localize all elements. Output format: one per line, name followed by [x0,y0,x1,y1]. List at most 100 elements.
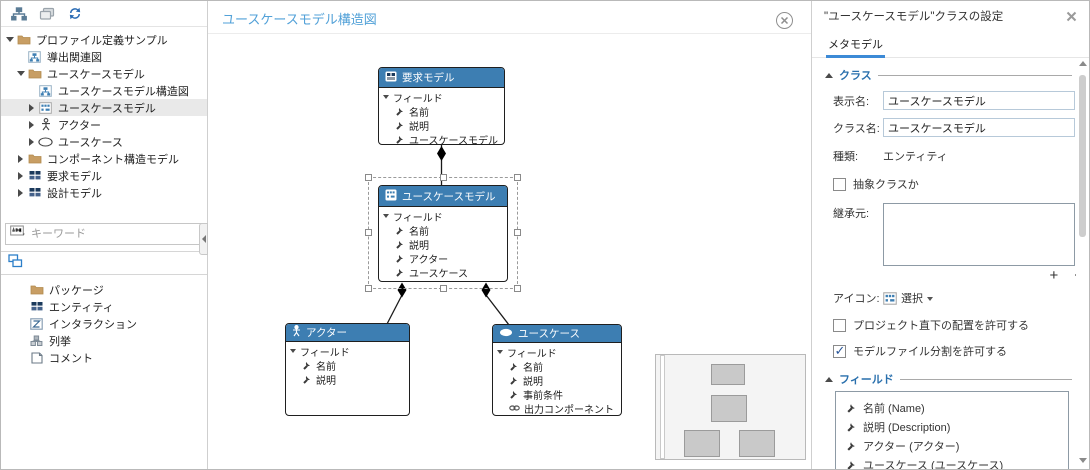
fields-listbox[interactable]: 名前 (Name) 説明 (Description) アクター (アクター) ユ… [835,391,1069,469]
scroll-up-arrow[interactable] [1077,61,1088,71]
hierarchy-icon[interactable] [10,6,27,21]
palette-item-entity[interactable]: エンティティ [1,298,207,315]
expand-arrow-icon[interactable] [26,103,37,112]
overview-minimap[interactable] [655,354,806,460]
sync-icon[interactable] [66,6,83,21]
diagram-box-actor[interactable]: アクター フィールド 名前 説明 [285,323,410,416]
tree-item-design-model[interactable]: 設計モデル [1,184,207,201]
expand-arrow-icon[interactable] [4,37,15,42]
field-section-header[interactable]: フィールド [825,371,1076,387]
field-group-row[interactable]: フィールド [290,344,405,359]
expand-arrow-icon[interactable] [15,71,26,76]
class-section-header[interactable]: クラス [825,67,1076,83]
keyword-search-input[interactable] [31,228,198,240]
remove-inherit-button[interactable]: − [1074,268,1076,283]
field-list-item[interactable]: 説明 (Description) [836,417,1068,436]
field-list-item[interactable]: アクター (アクター) [836,436,1068,455]
expand-arrow-icon[interactable] [15,154,26,163]
palette-item-enumeration[interactable]: 列挙 [1,332,207,349]
box-header[interactable]: 要求モデル [379,68,504,88]
field-row[interactable]: 事前条件 [497,387,617,402]
display-name-input[interactable] [883,91,1075,110]
expand-arrow-icon[interactable] [15,171,26,180]
resize-handle[interactable] [514,285,521,292]
diagram-canvas[interactable]: ユースケースモデル構造図 要求モデル フィールド [208,1,811,469]
minimap-node [711,395,747,422]
field-item-label: ユースケース (ユースケース) [863,459,1004,470]
tree-item-derivation-diagram[interactable]: 導出関連図 [1,48,207,65]
field-item-label: 説明 (Description) [863,421,951,434]
resize-handle[interactable] [440,285,447,292]
canvas-close-button[interactable] [776,12,793,29]
field-row[interactable]: 名前 [290,358,405,373]
diagram-box-requirement-model[interactable]: 要求モデル フィールド 名前 説明 ユースケースモデル [378,67,505,145]
field-row[interactable]: アクター [383,251,503,266]
box-header[interactable]: ユースケースモデル [379,186,507,207]
field-group-row[interactable]: フィールド [383,90,500,105]
tree-item-usecase-structure-diagram[interactable]: ユースケースモデル構造図 [1,82,207,99]
field-label: アクター [409,254,449,266]
settings-close-button[interactable] [1063,8,1079,24]
inherit-row: 継承元: [833,203,1076,266]
allow-project-checkbox[interactable] [833,318,846,332]
scrollbar-thumb[interactable] [1079,75,1086,237]
field-list-item[interactable]: 名前 (Name) [836,398,1068,417]
resize-handle[interactable] [440,174,447,181]
field-row[interactable]: 名前 [383,104,500,119]
tree-item-component-structure-model[interactable]: コンポーネント構造モデル [1,150,207,167]
diagram-box-usecase[interactable]: ユースケース フィールド 名前 説明 事前条件 出力コンポーネント [492,324,622,416]
abstract-class-checkbox[interactable] [833,177,846,191]
resize-handle[interactable] [365,229,372,236]
resize-handle[interactable] [365,285,372,292]
box-header[interactable]: ユースケース [493,325,621,343]
tree-item-usecase[interactable]: ユースケース [1,133,207,150]
sidebar-collapse-handle[interactable] [199,223,208,255]
tree-item-profile-sample[interactable]: プロファイル定義サンプル [1,31,207,48]
expand-arrow-icon[interactable] [26,137,37,146]
field-row[interactable]: ユースケースモデル [383,132,500,144]
box-header[interactable]: アクター [286,324,409,342]
resize-handle[interactable] [514,229,521,236]
scroll-down-arrow[interactable] [1077,458,1088,468]
inherit-listbox[interactable] [883,203,1075,266]
field-row[interactable]: 名前 [497,359,617,374]
field-row[interactable]: 説明 [290,372,405,387]
tab-metamodel[interactable]: メタモデル [826,31,885,58]
field-row[interactable]: 説明 [497,373,617,388]
expand-arrow-icon[interactable] [15,188,26,197]
palette-item-interaction[interactable]: インタラクション [1,315,207,332]
cascade-windows-icon[interactable] [8,253,23,273]
field-label: 説明 [409,240,429,252]
add-inherit-button[interactable]: + [1049,267,1059,284]
copy-icon[interactable] [38,6,55,21]
field-row[interactable]: 出力コンポーネント [497,401,617,415]
section-label: クラス [839,70,872,82]
tree-item-usecase-model-selected[interactable]: ユースケースモデル [1,99,207,116]
field-row[interactable]: 説明 [383,237,503,252]
entity-icon [26,187,43,198]
tree-item-actor[interactable]: アクター [1,116,207,133]
settings-scrollbar[interactable] [1077,61,1088,468]
resize-handle[interactable] [365,174,372,181]
settings-content: クラス 表示名: クラス名: 種類: エンティティ 抽象クラスか 継承元: [812,59,1076,469]
resize-handle[interactable] [514,174,521,181]
settings-tab-bar: メタモデル [812,31,1089,58]
palette-item-package[interactable]: パッケージ [1,281,207,298]
palette-item-comment[interactable]: コメント [1,349,207,366]
field-list-item[interactable]: ユースケース (ユースケース) [836,455,1068,469]
tree-item-usecase-model-folder[interactable]: ユースケースモデル [1,65,207,82]
diagram-box-usecase-model[interactable]: ユースケースモデル フィールド 名前 説明 アクター ユースケース [378,185,508,282]
allow-split-checkbox[interactable] [833,343,846,359]
field-row[interactable]: 名前 [383,223,503,238]
field-group-row[interactable]: フィールド [497,345,617,360]
tree-item-label: ユースケースモデル構造図 [58,85,189,98]
expand-arrow-icon[interactable] [26,120,37,129]
class-name-input[interactable] [883,118,1075,137]
field-group-row[interactable]: フィールド [383,209,503,224]
box-title: 要求モデル [402,72,455,84]
keyword-search-box[interactable] [5,223,203,245]
field-row[interactable]: 説明 [383,118,500,133]
icon-select-dropdown[interactable]: 選択 [883,290,933,306]
field-row[interactable]: ユースケース [383,265,503,280]
tree-item-requirement-model[interactable]: 要求モデル [1,167,207,184]
